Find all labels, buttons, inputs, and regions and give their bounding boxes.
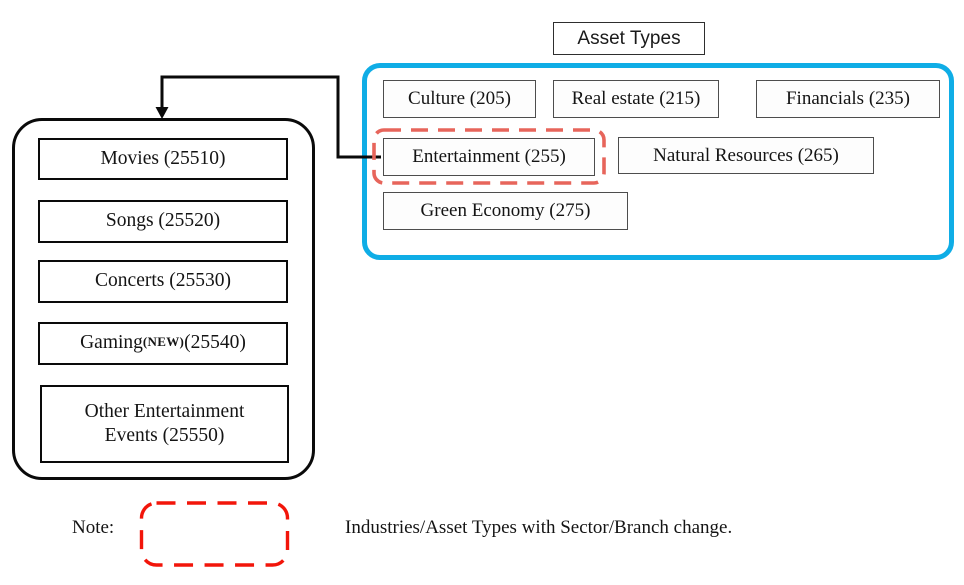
asset-type-box-culture: Culture (205) — [383, 80, 536, 118]
asset-type-box-natural-resources: Natural Resources (265) — [618, 137, 874, 174]
note-label: Note: — [72, 517, 115, 538]
industry-box-concerts: Concerts (25530) — [38, 260, 288, 303]
asset-type-box-financials: Financials (235) — [756, 80, 940, 118]
industry-box-gaming: Gaming(NEW) (25540) — [38, 322, 288, 365]
asset-type-box-green-economy: Green Economy (275) — [383, 192, 628, 230]
asset-type-box-real-estate: Real estate (215) — [553, 80, 719, 118]
industry-box-songs: Songs (25520) — [38, 200, 288, 243]
note-legend-dashed-box — [139, 501, 290, 567]
industry-box-other-entertainment-events: Other Entertainment Events (25550) — [40, 385, 289, 463]
asset-type-box-entertainment: Entertainment (255) — [383, 138, 595, 176]
gaming-new-superscript: (NEW) — [142, 334, 185, 350]
gaming-label: Gaming — [80, 332, 143, 354]
industry-box-movies: Movies (25510) — [38, 138, 288, 180]
asset-types-title: Asset Types — [553, 22, 705, 55]
gaming-code: (25540) — [184, 332, 246, 354]
note-description: Industries/Asset Types with Sector/Branc… — [345, 517, 733, 538]
